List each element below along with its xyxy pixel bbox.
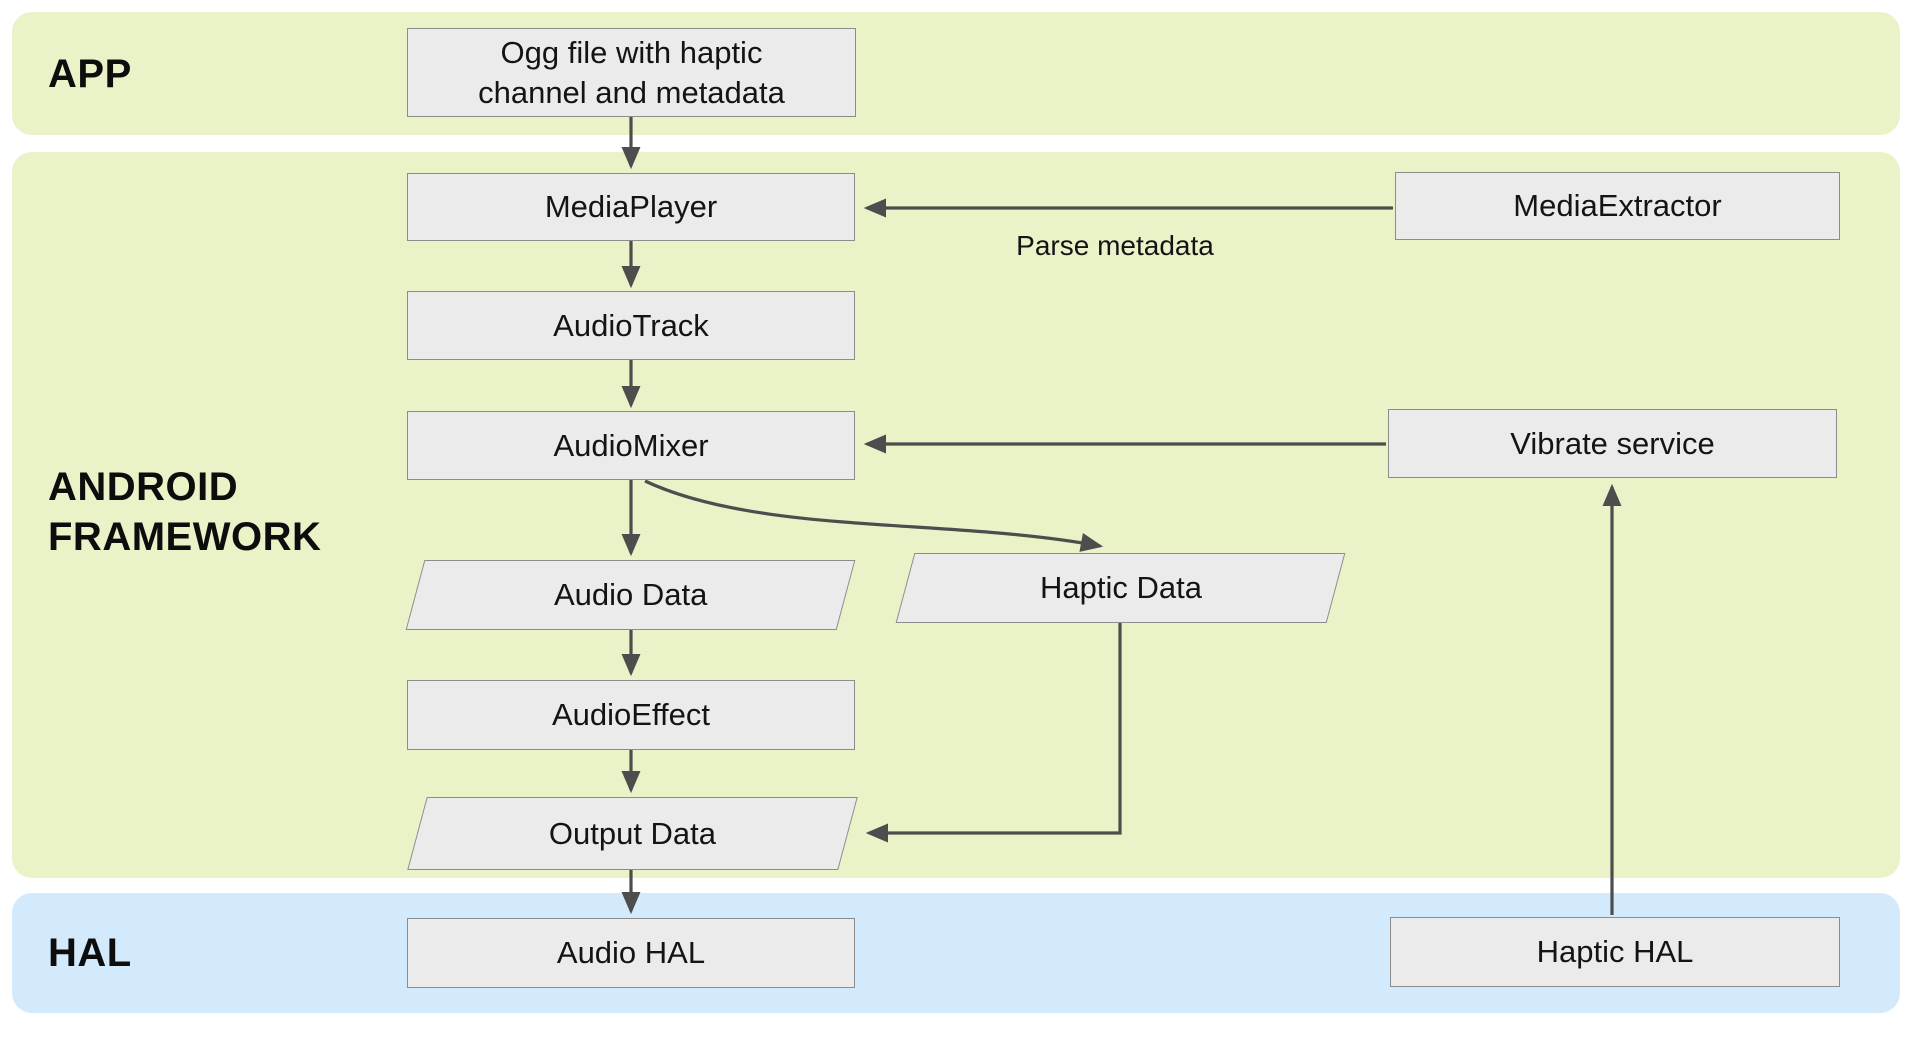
edge-label-parse-metadata: Parse metadata — [1016, 230, 1214, 261]
node-audio-mixer: AudioMixer — [407, 411, 855, 480]
band-app — [12, 12, 1900, 135]
node-output-data: Output Data — [407, 797, 858, 870]
node-audio-data: Audio Data — [405, 560, 856, 630]
node-audio-hal: Audio HAL — [407, 918, 855, 988]
band-label-hal: HAL — [48, 931, 132, 975]
node-haptic-data: Haptic Data — [895, 553, 1346, 623]
node-audio-track: AudioTrack — [407, 291, 855, 360]
band-label-app: APP — [48, 52, 132, 96]
node-haptic-hal: Haptic HAL — [1390, 917, 1840, 987]
node-vibrate-service: Vibrate service — [1388, 409, 1837, 478]
node-ogg-file: Ogg file with haptic channel and metadat… — [407, 28, 856, 117]
node-audio-effect: AudioEffect — [407, 680, 855, 750]
node-media-player: MediaPlayer — [407, 173, 855, 241]
band-label-android-framework: ANDROID FRAMEWORK — [48, 465, 322, 559]
node-media-extractor: MediaExtractor — [1395, 172, 1840, 240]
